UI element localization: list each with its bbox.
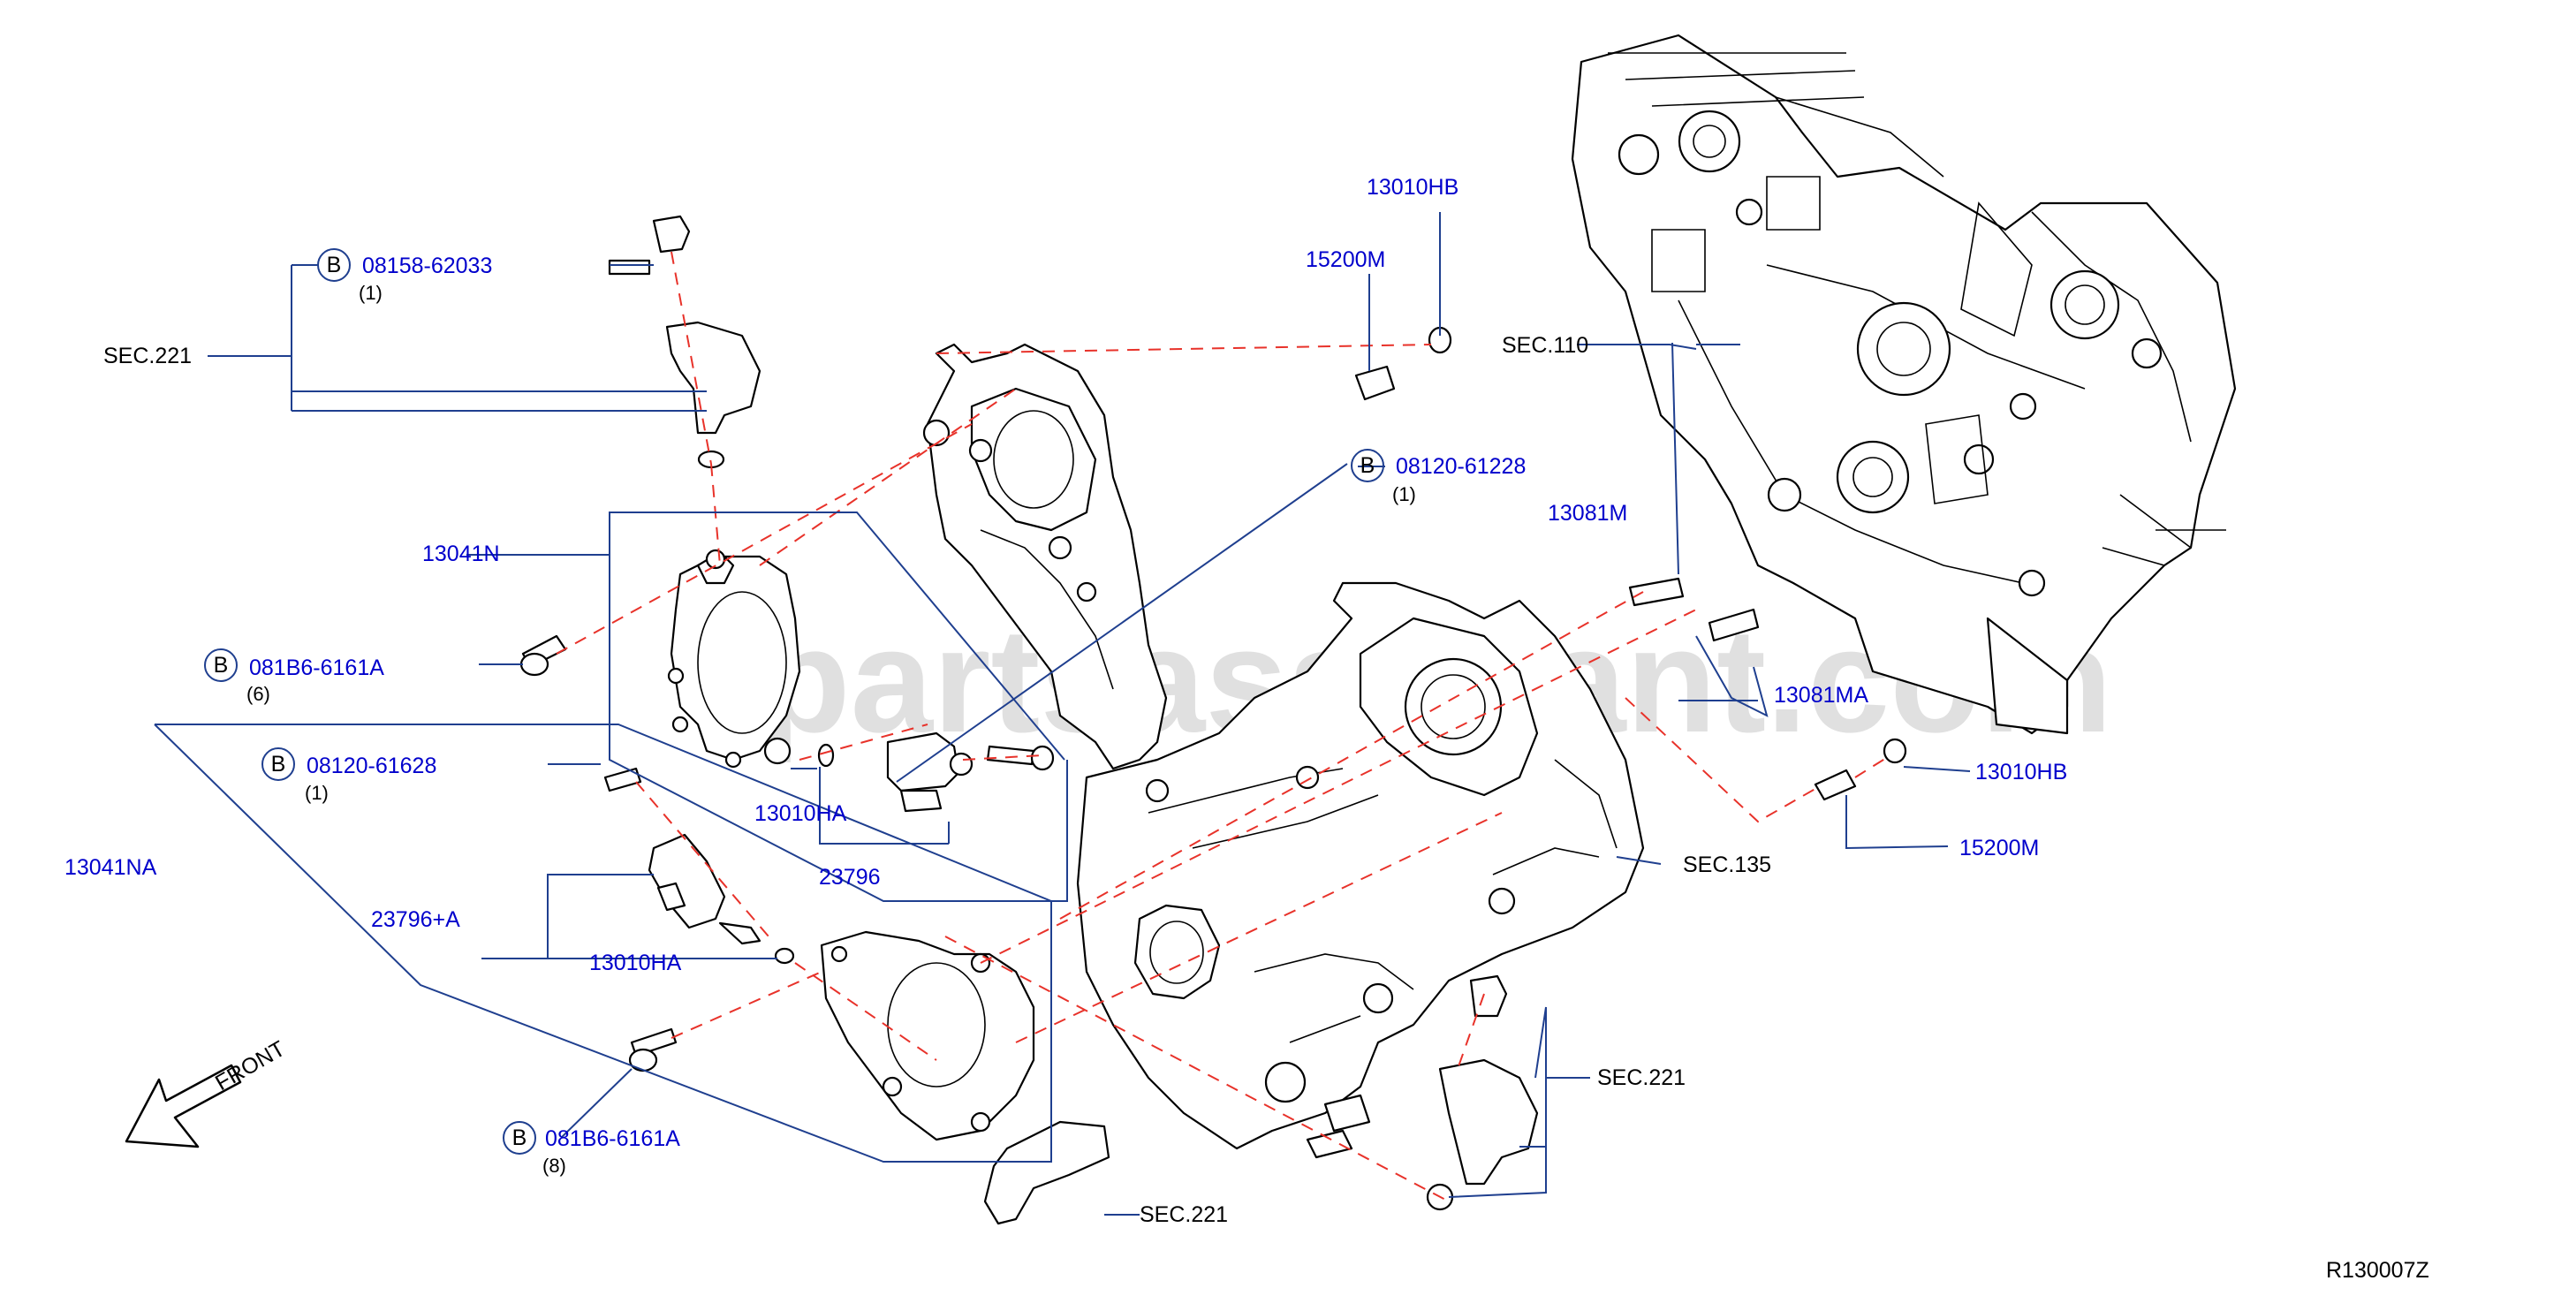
part-number-081B6-6161A-top: 081B6-6161A — [249, 656, 384, 680]
part-number-15200M-top: 15200M — [1306, 247, 1385, 272]
bolt-symbol-circle-icon — [317, 248, 351, 282]
timing-chain-case-drawing — [1076, 581, 1645, 1159]
front-label: FRONT — [211, 1036, 290, 1095]
quantity-08120-61628: (1) — [305, 782, 329, 804]
bolt-symbol-circle-icon — [503, 1121, 536, 1155]
diagram-id: R130007Z — [2326, 1258, 2429, 1283]
part-number-13010HA-top: 13010HA — [754, 801, 847, 826]
part-number-08120-61228: 08120-61228 — [1396, 454, 1526, 479]
bolt-symbol: B — [1360, 453, 1375, 478]
front-arrow-icon: FRONT — [125, 1036, 290, 1148]
valve-timing-cover-13041NA-drawing — [820, 930, 1035, 1141]
bolt-symbol-circle-icon — [1351, 449, 1384, 482]
crankshaft-sensor-drawing — [983, 1120, 1110, 1225]
part-number-13010HB-top: 13010HB — [1367, 175, 1458, 200]
part-number-13041NA: 13041NA — [64, 855, 157, 880]
quantity-081B6-6161A-bottom: (8) — [542, 1155, 566, 1177]
bolt-symbol: B — [271, 752, 286, 777]
part-number-13081M: 13081M — [1548, 501, 1627, 526]
part-number-23796: 23796 — [819, 865, 881, 890]
part-number-23796A: 23796+A — [371, 907, 460, 932]
quantity-081B6-6161A-top: (6) — [246, 683, 270, 705]
alignment-lines — [556, 251, 1891, 1202]
part-number-08120-61628: 08120-61628 — [307, 754, 436, 778]
leader-lines — [154, 212, 1971, 1216]
bolt-symbol: B — [214, 653, 229, 678]
section-sec135: SEC.135 — [1683, 853, 1771, 877]
bolt-symbol: B — [327, 253, 342, 277]
valve-timing-cover-13041N-drawing — [667, 549, 801, 769]
part-number-13081MA: 13081MA — [1774, 683, 1868, 708]
section-sec221-bottom: SEC.221 — [1140, 1202, 1228, 1227]
bolt-symbol-circle-icon — [204, 648, 238, 682]
seals-drawing — [1354, 326, 1907, 801]
camshaft-sensor-top-drawing — [652, 215, 761, 469]
part-number-081B6-6161A-bottom: 081B6-6161A — [545, 1126, 680, 1151]
part-number-08158-62033: 08158-62033 — [362, 254, 492, 278]
front-cover-drawing — [922, 343, 1168, 770]
camshaft-sensor-right-drawing — [1426, 974, 1539, 1211]
quantity-08120-61228: (1) — [1392, 483, 1416, 505]
part-number-13041N: 13041N — [422, 542, 500, 566]
quantity-08158-62033: (1) — [359, 282, 383, 304]
labels: B 08158-62033 (1) SEC.221 13041N B 081B6… — [64, 175, 2429, 1283]
bolt-symbol-circle-icon — [261, 747, 295, 781]
engine-block-drawing — [1571, 34, 2237, 735]
part-number-13010HA-bottom: 13010HA — [589, 951, 682, 975]
section-sec110: SEC.110 — [1502, 333, 1588, 358]
part-number-13010HB-right: 13010HB — [1975, 760, 2067, 784]
valve-timing-solenoid-23796A-drawing — [648, 833, 795, 965]
bolt-symbol: B — [512, 1125, 527, 1150]
section-sec221-right: SEC.221 — [1597, 1065, 1686, 1090]
part-number-15200M-right: 15200M — [1959, 836, 2039, 860]
section-sec221-top: SEC.221 — [103, 344, 192, 368]
bolts-drawing — [519, 259, 1760, 1072]
